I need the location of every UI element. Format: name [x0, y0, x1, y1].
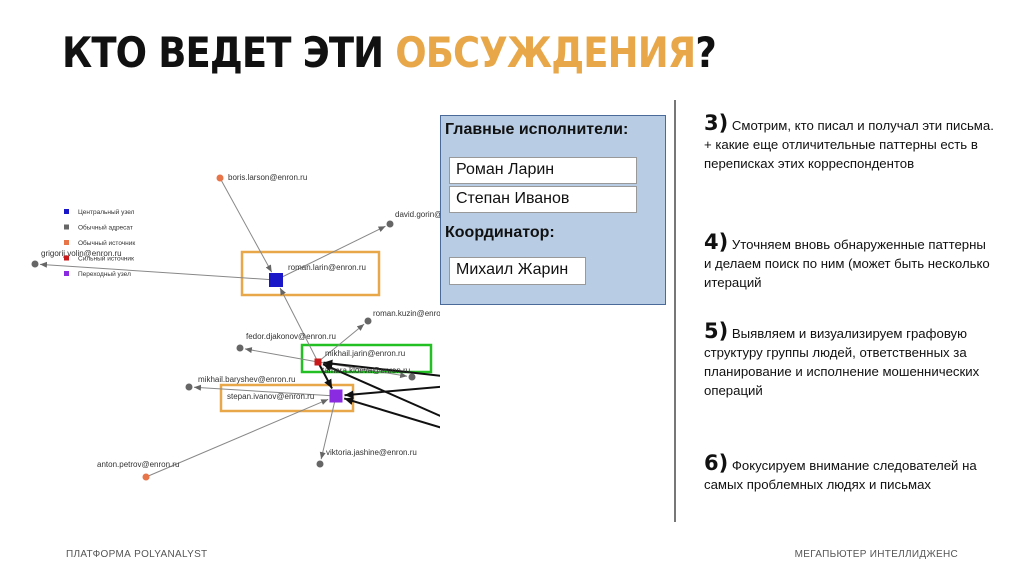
network-graph: boris.larson@enron.ru david.gorin@enron.r… [31, 173, 440, 481]
node-grigorij[interactable] [31, 260, 39, 268]
legend-swatch-central [64, 209, 69, 214]
node-baryshev[interactable] [185, 383, 193, 391]
performers-heading: Главные исполнители: [445, 121, 629, 138]
step-3: 3) Смотрим, кто писал и получал эти пись… [704, 111, 994, 173]
node-label-roman: roman.larin@enron.ru [288, 263, 366, 272]
page-title: КТО ВЕДЕТ ЭТИ ОБСУЖДЕНИЯ? [62, 28, 717, 77]
title-part1: КТО ВЕДЕТ ЭТИ [62, 28, 396, 77]
legend-label-regular_source: Обычный источник [78, 239, 135, 247]
legend-swatch-transit [64, 271, 69, 276]
edge-viktor-stepan [343, 397, 440, 429]
node-label-david: david.gorin@enron.ru [395, 210, 440, 219]
step-4: 4) Уточняем вновь обнаруженные паттерны … [704, 230, 994, 292]
edge-stepan-baryshev [193, 384, 337, 397]
legend-label-strong_source: Сильный источник [78, 255, 134, 263]
edge-boris-roman [219, 177, 273, 273]
legend-swatch-strong_source [64, 255, 69, 261]
node-roman[interactable] [269, 273, 283, 287]
legend-label-transit: Переходный узел [78, 270, 131, 278]
step-4-number: 4) [704, 230, 729, 254]
edge-mikhail-stepan [317, 361, 333, 389]
vertical-divider [674, 100, 676, 522]
node-label-boris: boris.larson@enron.ru [228, 173, 307, 182]
node-label-mikhail: mikhail.jarin@enron.ru [325, 349, 405, 358]
node-label-stepan: stepan.ivanov@enron.ru [227, 392, 314, 401]
node-label-tamara: tamara.kloeva@enron.ru [322, 366, 410, 375]
node-romank[interactable] [364, 317, 372, 325]
node-fedor[interactable] [236, 344, 244, 352]
node-label-baryshev: mikhail.baryshev@enron.ru [198, 375, 296, 384]
step-6-number: 6) [704, 451, 729, 475]
node-label-romank: roman.kuzin@enron.ru [373, 309, 440, 318]
edge-viktor-mikhail [322, 363, 440, 417]
legend-label-regular: Обычный адресат [78, 224, 133, 232]
step-4-text: Уточняем вновь обнаруженные паттерны и д… [704, 237, 990, 290]
edge-mikhail-romank [317, 323, 365, 363]
coordinator-mikhail-zharin: Михаил Жарин [449, 257, 586, 285]
step-5-number: 5) [704, 319, 729, 343]
footer-left: ПЛАТФОРМА POLYANALYST [66, 549, 208, 560]
node-stepan[interactable] [329, 389, 343, 403]
step-5: 5) Выявляем и визуализируем графовую стр… [704, 319, 994, 400]
footer-right: МЕГАПЬЮТЕР ИНТЕЛЛИДЖЕНС [794, 549, 958, 560]
legend-swatch-regular [64, 224, 69, 230]
node-david[interactable] [386, 220, 394, 228]
step-5-text: Выявляем и визуализируем графовую структ… [704, 326, 980, 398]
coordinator-heading: Координатор: [445, 224, 555, 241]
title-part2: ? [695, 28, 716, 77]
node-tamara[interactable] [408, 373, 416, 381]
node-anton[interactable] [142, 473, 150, 481]
node-label-viktoria: viktoria.jashine@enron.ru [326, 448, 417, 457]
legend-label-central: Центральный узел [78, 208, 135, 216]
node-label-anton: anton.petrov@enron.ru [97, 460, 179, 469]
node-label-grigorij: grigorij.volin@enron.ru [41, 249, 122, 258]
performer-roman-larin: Роман Ларин [449, 157, 637, 184]
edge-petr-stepan [344, 385, 440, 399]
edge-mikhail-roman [279, 287, 319, 363]
edge-mikhail-fedor [244, 347, 319, 363]
node-viktoria[interactable] [316, 460, 324, 468]
legend-swatch-regular_source [64, 240, 69, 245]
highlight-box-mikhail-jarin [300, 343, 433, 374]
step-3-number: 3) [704, 111, 729, 135]
node-boris[interactable] [216, 174, 224, 182]
step-6: 6) Фокусируем внимание следователей на с… [704, 451, 994, 494]
edge-roman-grigorij [39, 261, 277, 281]
edge-roman-david [275, 225, 386, 281]
node-mikhail[interactable] [314, 358, 322, 366]
highlight-box-roman-larin [240, 250, 381, 297]
performer-stepan-ivanov: Степан Иванов [449, 186, 637, 213]
step-3-text: Смотрим, кто писал и получал эти письма.… [704, 118, 994, 171]
edge-anton-stepan [145, 398, 329, 478]
edge-stepan-viktoria [319, 395, 337, 460]
title-accent: ОБСУЖДЕНИЯ [395, 28, 696, 77]
step-6-text: Фокусируем внимание следователей на самы… [704, 458, 977, 492]
node-label-fedor: fedor.djakonov@enron.ru [246, 332, 336, 341]
edge-petr-mikhail [323, 359, 440, 377]
